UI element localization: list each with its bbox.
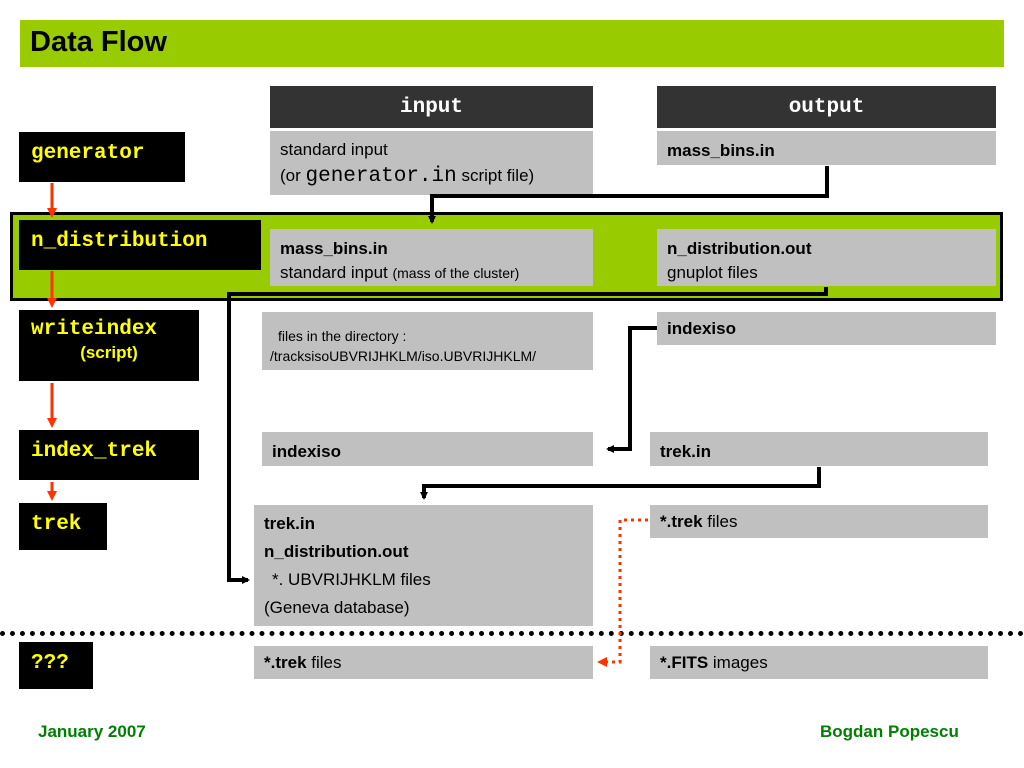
- n-distribution-output-line2: gnuplot files: [667, 263, 758, 282]
- index-trek-input-box: indexiso: [262, 432, 593, 466]
- generator-input-line1: standard input: [280, 140, 388, 159]
- generator-input-line2-post: script file): [456, 166, 535, 185]
- title-bar: Data Flow: [20, 20, 1004, 67]
- writeindex-input-box: files in the directory : /tracksisoUBVRI…: [262, 312, 593, 370]
- stage-index-trek: index_trek: [19, 430, 199, 480]
- arrow-indexiso-to-index-trek: [606, 326, 657, 453]
- unknown-output-bold: *.FITS: [660, 653, 709, 672]
- n-distribution-input-line2-small: (mass of the cluster): [392, 265, 520, 281]
- input-column-header: input: [270, 86, 593, 128]
- unknown-input-box: *.trek files: [254, 646, 593, 679]
- index-trek-input-text: indexiso: [272, 442, 341, 461]
- writeindex-input-line1: files in the directory :: [278, 328, 407, 344]
- stage-unknown: ???: [19, 642, 93, 689]
- arrow-n-distribution-out-to-trek: [227, 287, 828, 584]
- trek-input-line2: n_distribution.out: [264, 542, 409, 561]
- output-column-header: output: [657, 86, 996, 128]
- n-distribution-output-line1: n_distribution.out: [667, 239, 812, 258]
- arrow-mass-bins-to-n-distribution: [428, 166, 829, 224]
- stage-generator-label: generator: [31, 142, 145, 165]
- n-distribution-output-box: n_distribution.out gnuplot files: [657, 229, 996, 286]
- generator-output-box: mass_bins.in: [657, 131, 996, 165]
- trek-output-box: *.trek files: [650, 505, 988, 538]
- unknown-output-box: *.FITS images: [650, 646, 988, 679]
- index-trek-output-text: trek.in: [660, 442, 712, 461]
- generator-input-box: standard input (or generator.in script f…: [270, 131, 593, 195]
- writeindex-output-box: indexiso: [657, 312, 996, 345]
- stage-index-trek-label: index_trek: [31, 440, 158, 463]
- arrow-trek-files-to-unknown: [597, 518, 648, 667]
- stage-unknown-label: ???: [31, 652, 69, 675]
- footer-date: January 2007: [38, 722, 146, 741]
- stage-writeindex-label: writeindex: [31, 318, 158, 341]
- trek-input-box: trek.in n_distribution.out *. UBVRIJHKLM…: [254, 505, 593, 626]
- trek-input-line3: *. UBVRIJHKLM files: [272, 570, 431, 589]
- trek-input-line4: (Geneva database): [264, 598, 410, 617]
- arrow-trek-in-to-trek: [420, 467, 821, 500]
- stage-generator: generator: [19, 132, 185, 182]
- trek-input-line1: trek.in: [264, 514, 316, 533]
- n-distribution-input-line1: mass_bins.in: [280, 239, 388, 258]
- unknown-input-bold: *.trek: [264, 653, 307, 672]
- stage-trek: trek: [19, 503, 107, 550]
- stage-writeindex: writeindex (script): [19, 310, 199, 381]
- n-distribution-input-line2: standard input: [280, 263, 388, 282]
- generator-output-text: mass_bins.in: [667, 141, 775, 160]
- separator-line: [0, 631, 1024, 636]
- writeindex-input-line2: /tracksisoUBVRIJHKLM/iso.UBVRIJHKLM/: [270, 348, 537, 364]
- trek-output-rest: files: [702, 512, 738, 531]
- stage-writeindex-sub: (script): [80, 343, 138, 362]
- page-title: Data Flow: [30, 26, 167, 58]
- writeindex-output-text: indexiso: [667, 319, 736, 338]
- stage-n-distribution: n_distribution: [19, 220, 261, 270]
- footer-author: Bogdan Popescu: [820, 722, 959, 741]
- stage-trek-label: trek: [31, 513, 82, 536]
- trek-output-bold: *.trek: [660, 512, 703, 531]
- unknown-output-rest: images: [708, 653, 768, 672]
- n-distribution-input-box: mass_bins.in standard input (mass of the…: [270, 229, 593, 286]
- unknown-input-rest: files: [306, 653, 342, 672]
- generator-input-line2-pre: (or: [280, 166, 306, 185]
- stage-n-distribution-label: n_distribution: [31, 230, 208, 253]
- generator-input-line2-mono: generator.in: [305, 165, 457, 188]
- index-trek-output-box: trek.in: [650, 432, 988, 466]
